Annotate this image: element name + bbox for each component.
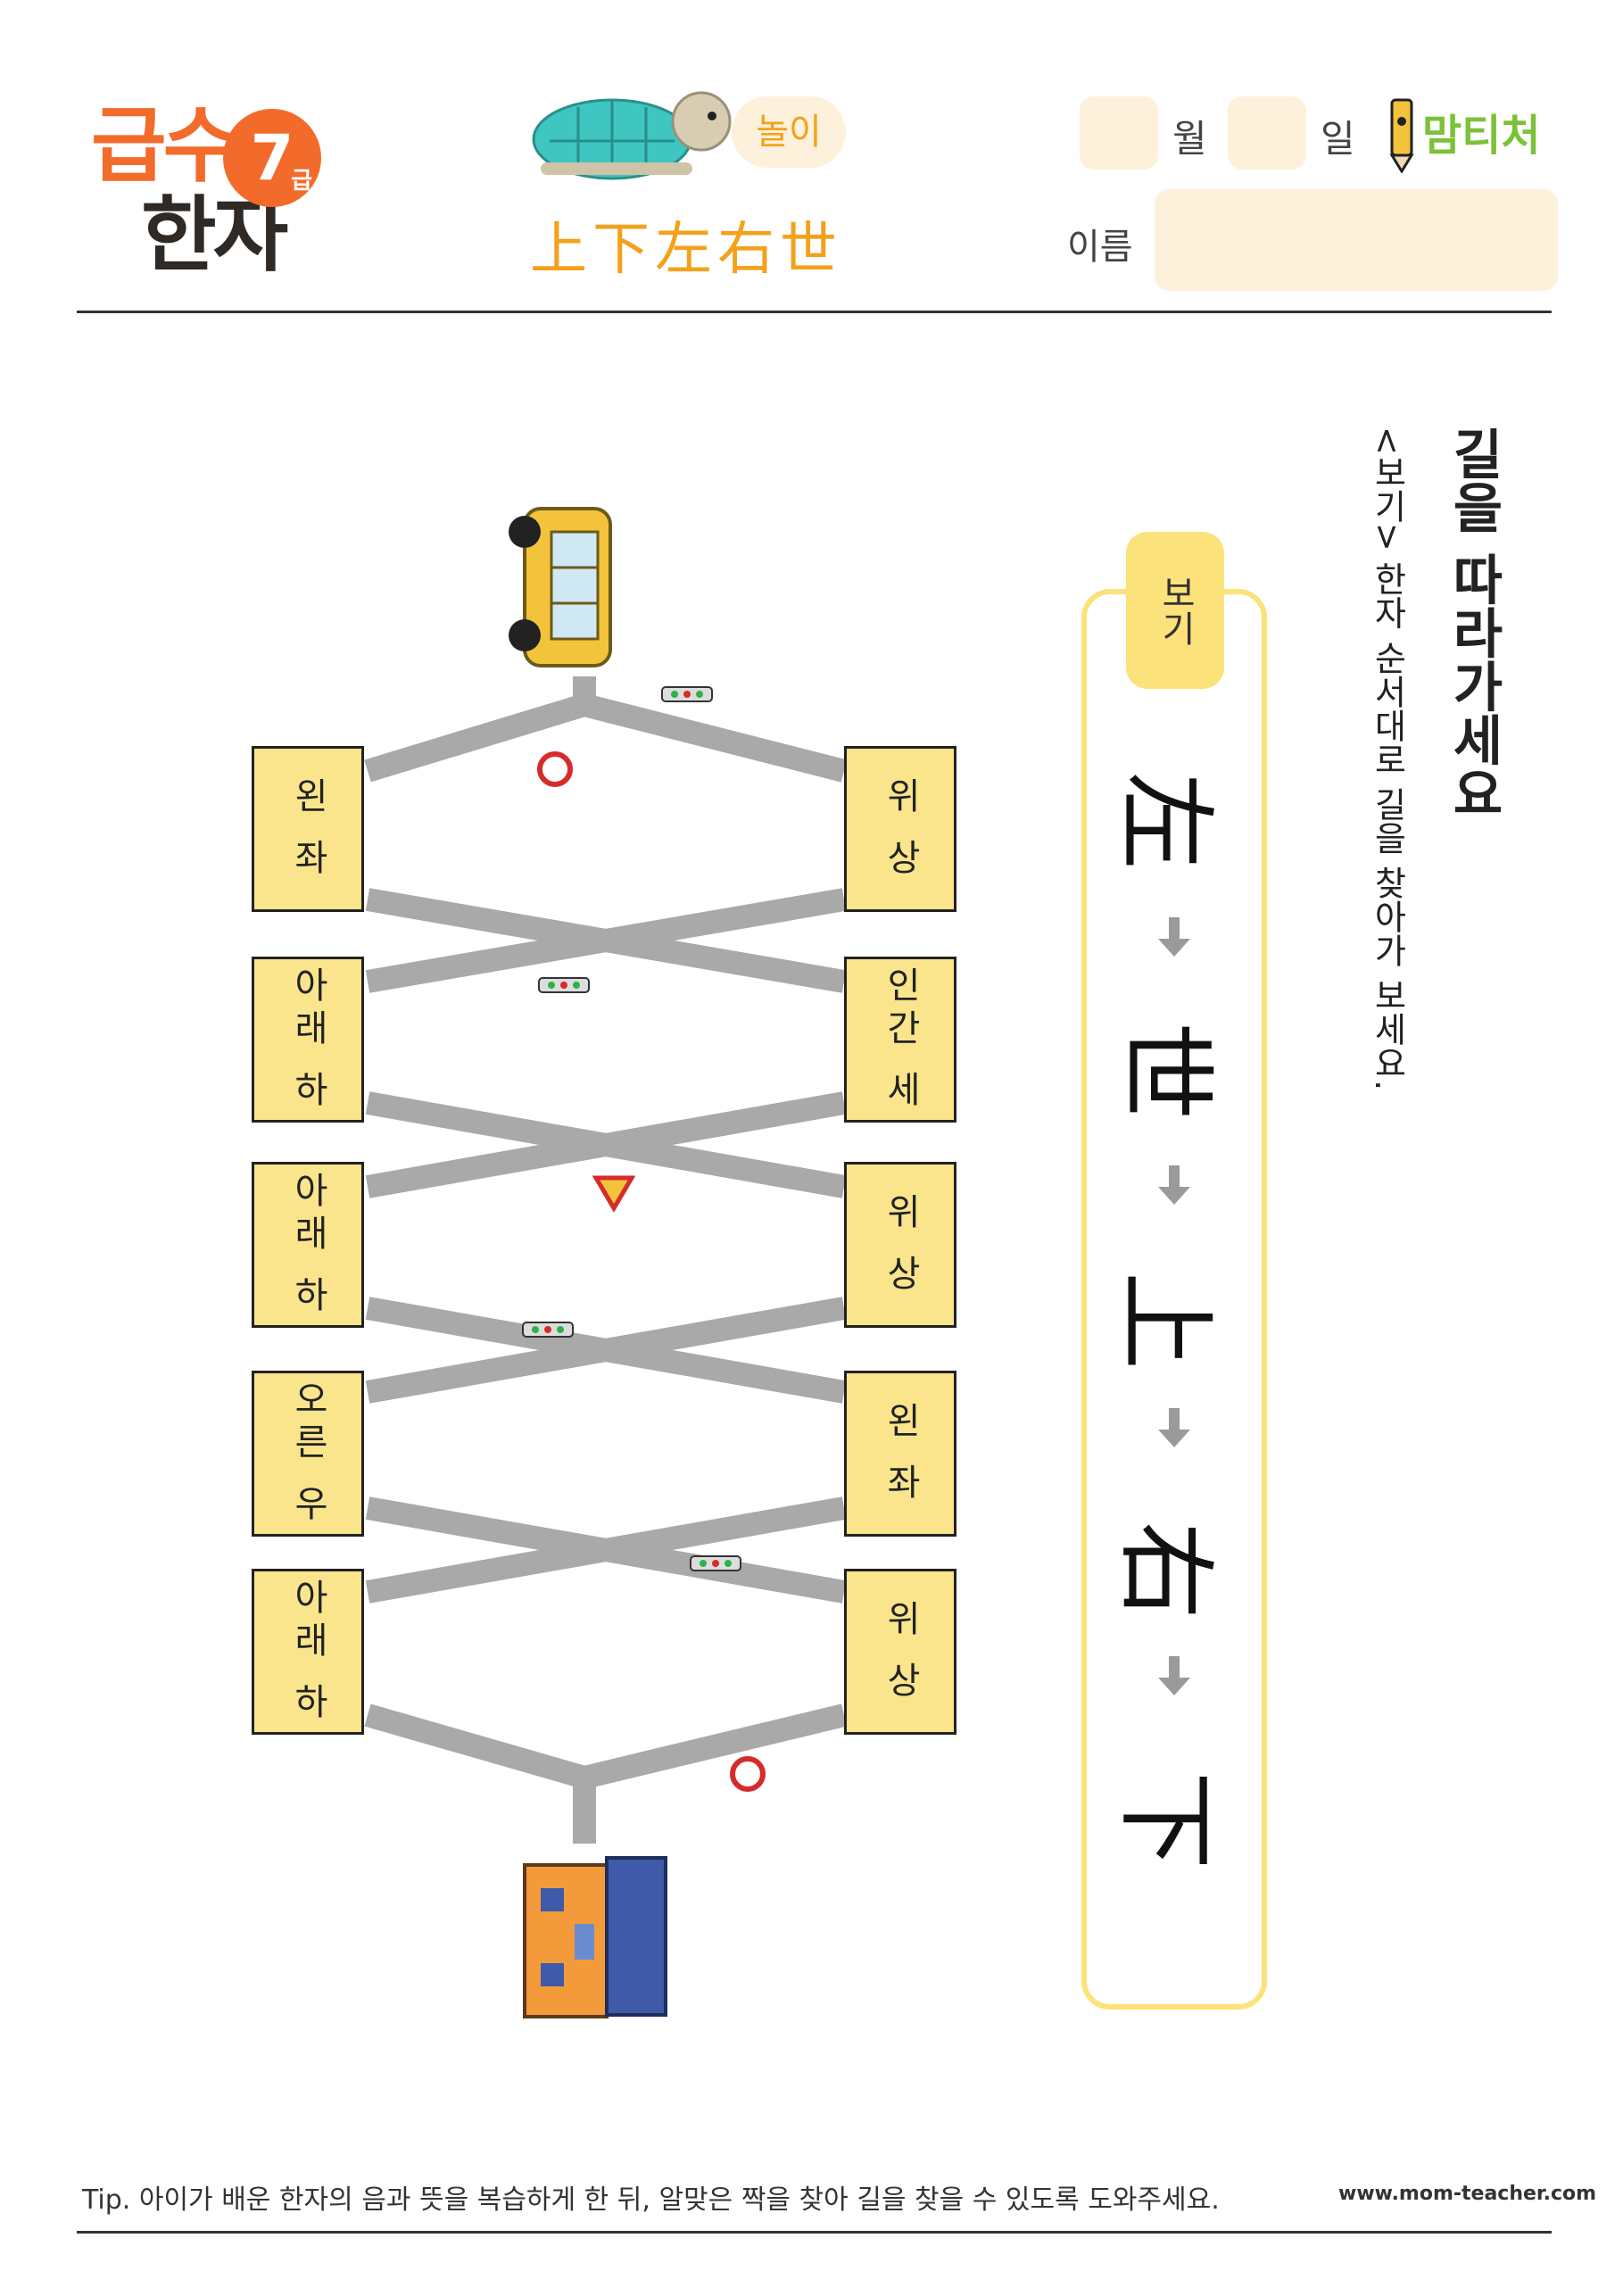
grade-number: 7 <box>250 121 294 195</box>
left-tile-3[interactable]: 아래 하 <box>252 1162 364 1328</box>
traffic-light-icon <box>661 686 713 702</box>
left-tile-4[interactable]: 오른 우 <box>252 1371 364 1537</box>
day-label: 일 <box>1321 117 1355 161</box>
tile-label: 오른 우 <box>287 1380 328 1528</box>
road-segment <box>365 1091 847 1198</box>
school-building-icon <box>523 1856 667 2018</box>
tile-label: 아래 하 <box>287 1578 328 1726</box>
instruction-subtitle: <보기> 한자 순서대로 길을 찾아가 보세요. <box>1368 427 1407 1091</box>
road-segment <box>581 1703 848 1789</box>
activity-badge: 놀이 <box>732 96 846 168</box>
road-segment <box>365 1297 847 1404</box>
road-segment <box>365 1496 847 1604</box>
grade-suffix: 급 <box>291 168 312 195</box>
right-tile-4[interactable]: 왼 좌 <box>844 1371 956 1537</box>
month-label: 월 <box>1172 117 1207 161</box>
footer-tip: Tip. 아이가 배운 한자의 음과 뜻을 복습하게 한 뒤, 알맞은 짝을 찾… <box>82 2184 1220 2216</box>
right-tile-2[interactable]: 인간 세 <box>844 957 956 1123</box>
logo-bottom-text: 한자 <box>141 187 288 283</box>
tile-label: 아래 하 <box>287 1171 328 1319</box>
road-segment <box>581 693 848 783</box>
warning-sign-icon <box>592 1175 635 1212</box>
traffic-light-icon <box>522 1322 574 1338</box>
left-tile-1[interactable]: 왼 좌 <box>252 746 364 912</box>
road-segment <box>365 888 847 993</box>
arrow-down-icon <box>1158 1408 1190 1447</box>
pencil-mascot-icon <box>1389 98 1414 173</box>
arrow-down-icon <box>1158 917 1190 957</box>
road-segment <box>364 693 588 783</box>
footer-divider <box>77 2231 1552 2234</box>
tile-label: 인간 세 <box>880 966 921 1114</box>
no-entry-sign-icon <box>730 1756 766 1792</box>
tile-label: 왼 좌 <box>880 1401 921 1506</box>
road-segment <box>364 1703 588 1789</box>
instruction-title: 길을 따라가세요 <box>1442 427 1504 820</box>
tile-label: 왼 좌 <box>287 776 328 882</box>
arrow-down-icon <box>1158 1165 1190 1205</box>
name-field[interactable] <box>1155 189 1558 291</box>
header-title: 上下左右世 <box>530 217 842 283</box>
example-tab: 보기 <box>1126 532 1224 689</box>
tile-label: 위 상 <box>880 776 921 882</box>
right-tile-5[interactable]: 위 상 <box>844 1569 956 1735</box>
no-entry-sign-icon <box>537 751 573 787</box>
left-tile-5[interactable]: 아래 하 <box>252 1569 364 1735</box>
left-tile-2[interactable]: 아래 하 <box>252 957 364 1123</box>
tile-label: 아래 하 <box>287 966 328 1114</box>
traffic-light-icon <box>690 1555 741 1571</box>
footer-url[interactable]: www.mom-teacher.com <box>1338 2183 1597 2205</box>
tile-label: 위 상 <box>880 1192 921 1297</box>
tile-label: 위 상 <box>880 1599 921 1704</box>
traffic-light-icon <box>538 977 590 993</box>
month-field[interactable] <box>1080 96 1158 170</box>
right-tile-1[interactable]: 위 상 <box>844 746 956 912</box>
school-bus-icon <box>509 507 612 667</box>
right-tile-3[interactable]: 위 상 <box>844 1162 956 1328</box>
name-label: 이름 <box>1067 227 1133 268</box>
header-divider <box>77 311 1552 313</box>
day-field[interactable] <box>1228 96 1306 170</box>
arrow-down-icon <box>1158 1656 1190 1695</box>
logo-top-text: 급수 <box>91 98 238 194</box>
grade-badge: 7 급 <box>223 109 321 207</box>
brand-logo: 맘티처 <box>1422 111 1541 161</box>
turtle-mascot-icon <box>532 91 732 180</box>
